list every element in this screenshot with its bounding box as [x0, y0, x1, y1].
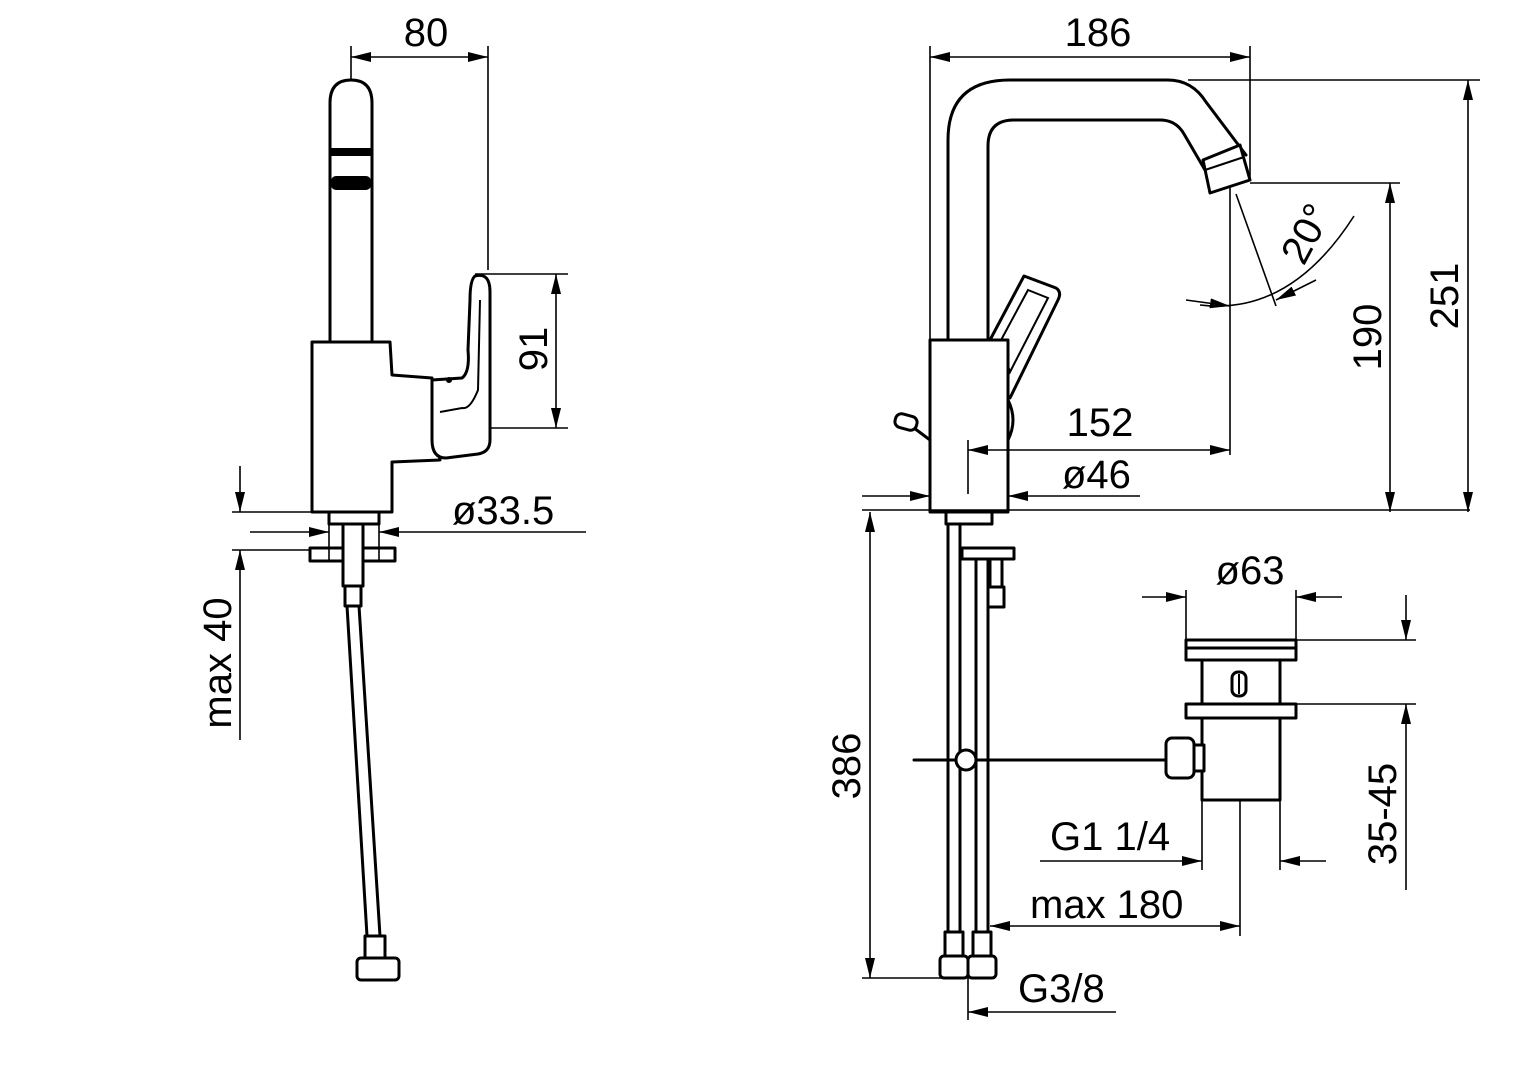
supply-hose-side [345, 604, 382, 938]
dim-max180: max 180 [990, 800, 1241, 936]
hose-nut-right [966, 954, 998, 980]
nut-front [986, 585, 1006, 609]
dim-35-45: 35-45 [1296, 595, 1416, 890]
aerator-band-top [331, 148, 371, 156]
dim-max40-label: max 40 [196, 597, 240, 728]
spout-front-inner [986, 118, 1207, 344]
supply-hose-front-right [974, 557, 990, 934]
popup-knob [893, 412, 919, 432]
hose-ferrule-side [363, 934, 387, 960]
dim-386-label: 386 [825, 733, 869, 800]
waste-flange-base [1184, 646, 1298, 662]
plate-front [960, 546, 1016, 561]
waste-lever-housing [1164, 736, 1196, 780]
faucet-body-side [310, 340, 442, 514]
faucet-body-front [928, 338, 1010, 514]
waste-lever-neck [1192, 743, 1206, 773]
mounting-stud [341, 522, 365, 588]
dim-g38-label: G3/8 [1018, 967, 1105, 1011]
pull-rod-pivot [954, 748, 978, 772]
dim-190: 190 [1250, 182, 1400, 512]
dim-386: 386 [825, 512, 945, 979]
lever-front-inner [998, 288, 1050, 375]
dim-251-label: 251 [1423, 263, 1467, 330]
dim-186-label: 186 [1065, 11, 1132, 55]
lever-side-inner [439, 299, 481, 413]
dim-d46: ø46 [862, 453, 1140, 501]
mounting-nut [343, 584, 363, 608]
dim-190-label: 190 [1346, 304, 1390, 371]
spout-side [328, 78, 374, 342]
shank-front [944, 510, 994, 526]
side-view [308, 78, 492, 982]
hose-ferrule-right [971, 930, 993, 958]
lever-screw [446, 377, 452, 383]
dim-d63-label: ø63 [1216, 549, 1285, 593]
waste-nut [1184, 702, 1298, 720]
dim-d33-label: ø33.5 [452, 489, 554, 533]
dim-91: 91 [475, 273, 568, 429]
dim-max40: max 40 [196, 466, 312, 740]
hose-ferrule-left [943, 930, 965, 958]
dim-g114-label: G1 1/4 [1050, 815, 1170, 859]
dim-d33: ø33.5 [250, 489, 586, 560]
dim-251: 251 [1188, 79, 1480, 512]
hose-nut-left [938, 954, 970, 980]
aerator-band-bottom [331, 176, 371, 190]
dim-g114: G1 1/4 [1040, 800, 1326, 870]
waste-body-lower [1200, 716, 1282, 802]
dim-152-label: 152 [1067, 401, 1134, 445]
dim-80-label: 80 [404, 11, 449, 55]
dim-angle: 20° [1185, 186, 1355, 455]
hose-nut-side [355, 956, 401, 982]
mounting-shank [327, 510, 381, 526]
dim-91-label: 91 [512, 327, 556, 372]
dim-angle-label: 20° [1273, 197, 1340, 271]
dim-80: 80 [350, 11, 489, 270]
front-view [893, 78, 1298, 980]
body-bulge [1006, 398, 1015, 442]
dim-d63: ø63 [1142, 549, 1342, 640]
supply-hose-front-left [946, 522, 962, 934]
spout-front-outer [946, 78, 1248, 344]
stud-front [988, 557, 1004, 589]
aerator-front-line [1204, 156, 1245, 171]
lever-side [430, 273, 492, 460]
dim-35-45-label: 35-45 [1361, 763, 1405, 865]
dim-186: 186 [929, 11, 1251, 340]
dim-d46-label: ø46 [1062, 453, 1131, 497]
dim-g38: G3/8 [967, 967, 1116, 1020]
dim-max180-label: max 180 [1030, 883, 1183, 927]
dim-152: 152 [967, 401, 1230, 494]
